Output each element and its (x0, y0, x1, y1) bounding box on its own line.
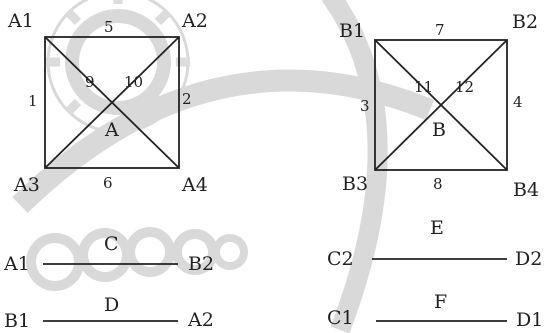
connection-from-label: A1 (3, 253, 30, 275)
corner-label-a1: A1 (7, 10, 34, 32)
corner-label-b3: B3 (342, 173, 368, 195)
connection-to-label: D2 (515, 248, 542, 270)
diagonal-label-12: 12 (455, 78, 474, 96)
edge-label-7: 7 (435, 21, 445, 39)
diagonal-label-10: 10 (124, 73, 143, 91)
corner-label-b4: B4 (513, 179, 539, 201)
corner-label-a3: A3 (13, 174, 40, 196)
edge-label-2: 2 (182, 90, 192, 108)
corner-label-b1: B1 (339, 20, 365, 42)
connection-to-label: A2 (187, 309, 214, 331)
connection-d: B1 A2 D (4, 294, 214, 332)
center-label-a: A (104, 119, 119, 141)
connection-from-label: B1 (4, 310, 30, 332)
edge-label-3: 3 (360, 97, 370, 115)
edge-label-1: 1 (28, 92, 38, 110)
center-label-b: B (432, 119, 446, 141)
connection-to-label: D1 (516, 309, 543, 331)
connection-from-label: C1 (327, 307, 354, 329)
corner-label-a4: A4 (181, 174, 208, 196)
edge-label-4: 4 (513, 93, 523, 111)
edge-label-6: 6 (103, 174, 113, 192)
diagonal-label-9: 9 (85, 73, 95, 91)
connection-label: F (434, 291, 447, 313)
connection-from-label: C2 (327, 248, 354, 270)
diagonal-label-11: 11 (414, 78, 433, 96)
connection-label: C (104, 233, 119, 255)
corner-label-b2: B2 (512, 11, 538, 33)
connection-to-label: B2 (188, 253, 214, 275)
edge-label-8: 8 (433, 175, 443, 193)
connection-label: D (104, 294, 119, 316)
edge-label-5: 5 (104, 18, 114, 36)
swoosh-watermark-right (330, 0, 378, 330)
connection-label: E (430, 217, 444, 239)
corner-label-a2: A2 (181, 10, 208, 32)
